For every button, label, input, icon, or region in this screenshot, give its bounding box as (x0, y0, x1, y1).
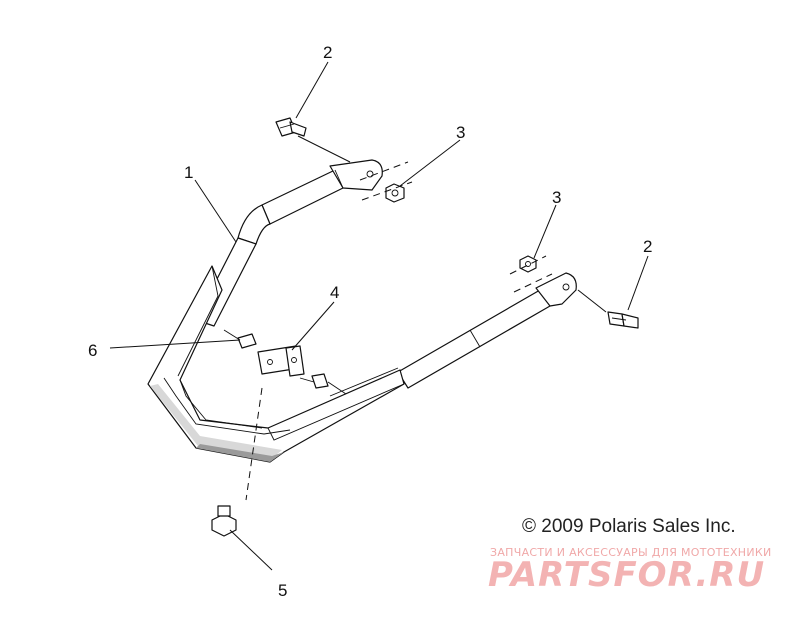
watermark-tagline: ЗАПЧАСТИ И АКСЕССУАРЫ ДЛЯ МОТОТЕХНИКИ (490, 546, 772, 559)
callout-1: 1 (184, 163, 193, 182)
callout-3-left: 3 (456, 123, 465, 142)
bumper-right-tube (397, 289, 551, 389)
leader-lines (109, 61, 649, 571)
callout-4: 4 (330, 283, 339, 302)
nut-right (519, 255, 537, 273)
bumper-left-tube (261, 169, 344, 225)
screw-upper (223, 329, 257, 349)
left-mount-bracket (329, 159, 383, 191)
screw-lower (299, 373, 347, 395)
bolt-right (607, 311, 639, 329)
mounting-plate (257, 345, 305, 377)
bolt-left (275, 117, 307, 137)
bolt-bottom (211, 505, 237, 537)
callout-3-right: 3 (552, 188, 561, 207)
callout-2-left: 2 (323, 43, 332, 62)
callout-5: 5 (278, 581, 287, 600)
callout-6: 6 (88, 341, 97, 360)
alignment-lines (245, 135, 607, 501)
callout-2-right: 2 (643, 237, 652, 256)
right-bracket-hole (562, 283, 570, 291)
copyright-text: © 2009 Polaris Sales Inc. (522, 516, 736, 537)
right-mount-bracket (535, 272, 577, 307)
nut-left (385, 183, 405, 203)
watermark-logo: PARTSFOR.RU (488, 555, 765, 595)
left-bracket-hole (366, 170, 374, 178)
bumper-assembly (147, 159, 577, 463)
